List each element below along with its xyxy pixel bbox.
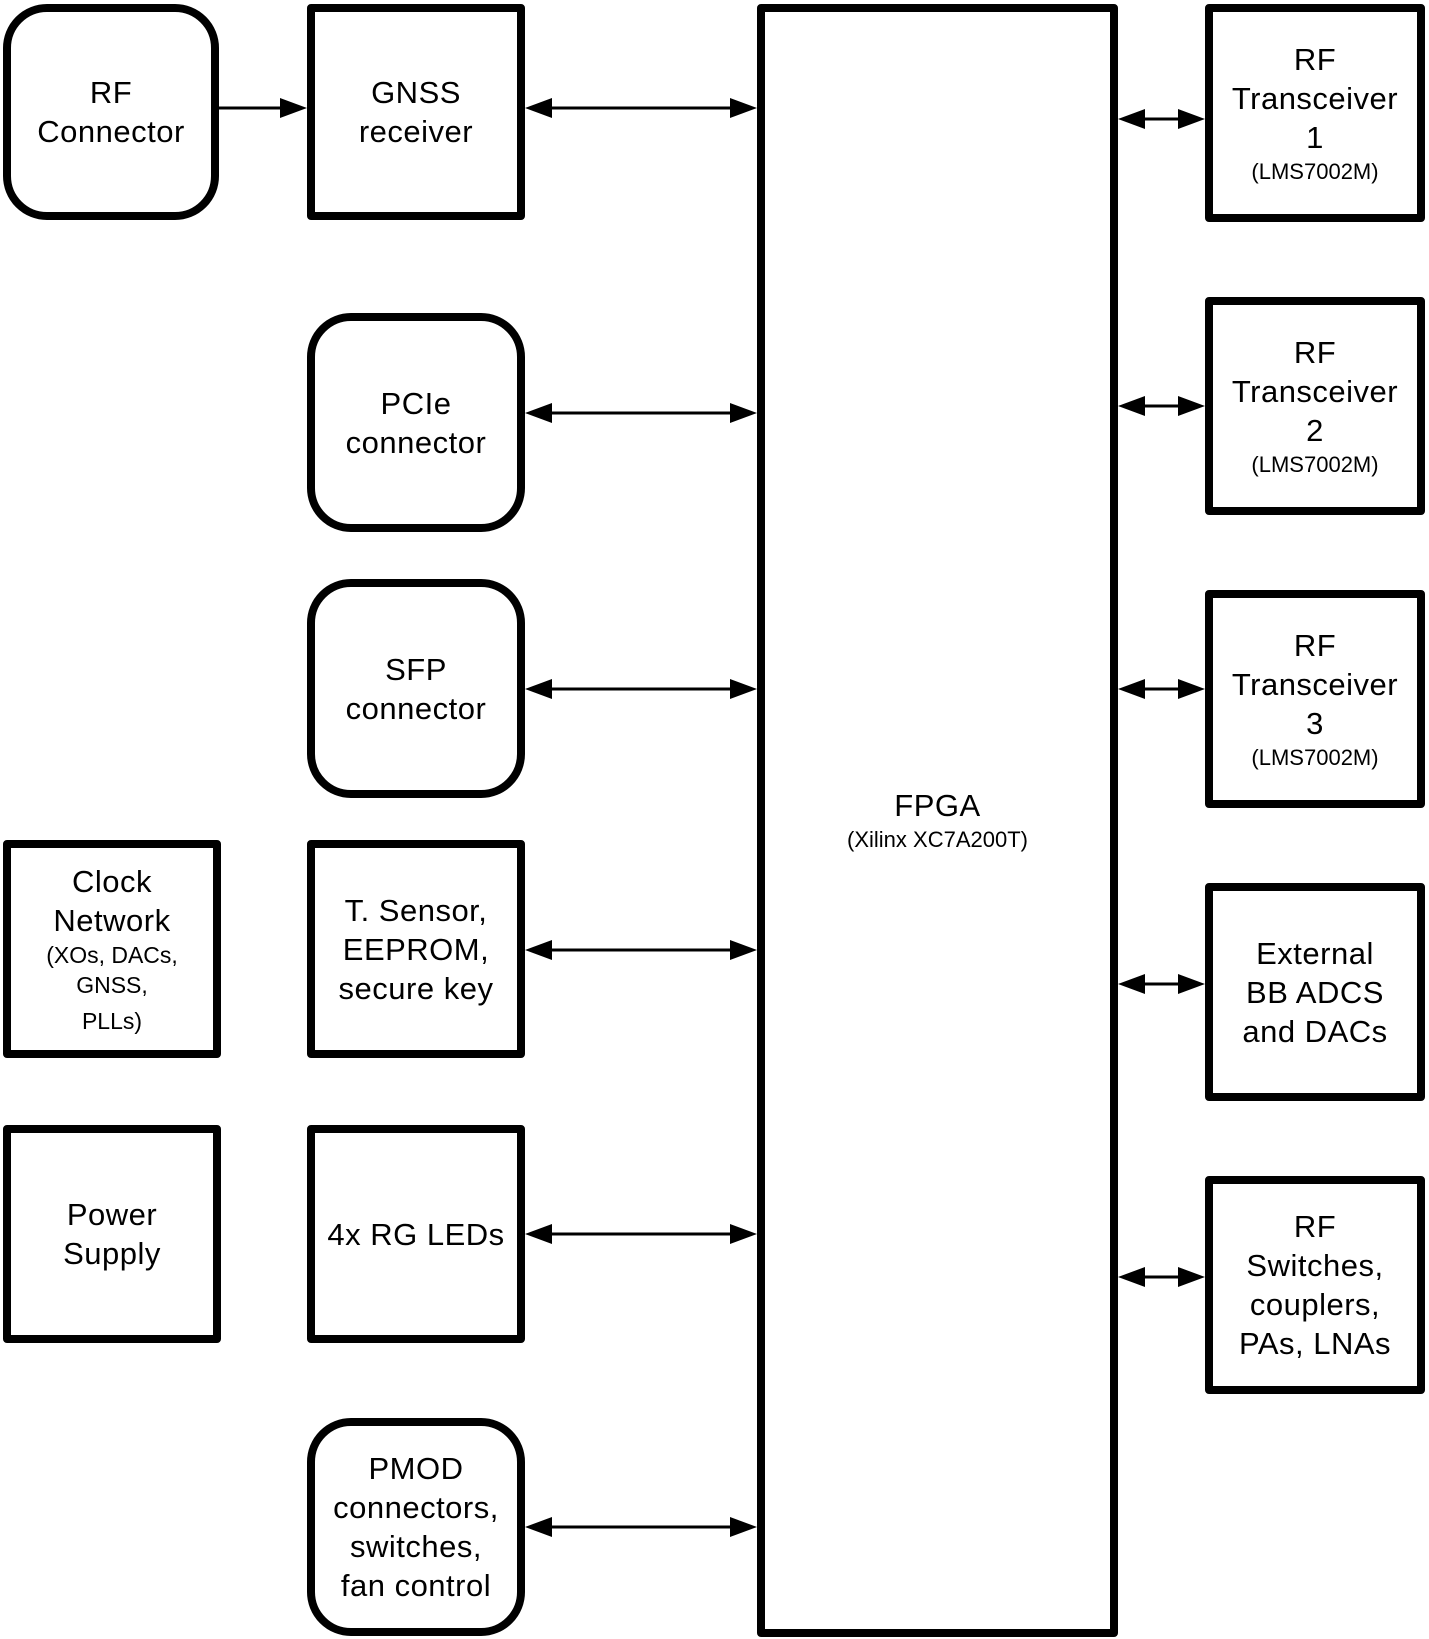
power-supply-line1: Power (66, 1197, 158, 1232)
tsensor-line1: T. Sensor, (344, 892, 488, 928)
fpga-block: FPGA (Xilinx XC7A200T) (757, 4, 1118, 1637)
pcie-connector-block: PCIe connector (307, 313, 525, 532)
rffe-line2: Switches, (1246, 1248, 1384, 1283)
trx3-line2: Transceiver (1231, 666, 1399, 702)
rf-frontend-block: RF Switches, couplers, PAs, LNAs (1205, 1176, 1425, 1394)
rf-transceiver-1-block: RF Transceiver 1 (LMS7002M) (1205, 4, 1425, 222)
arrowhead-left-rffe (1118, 1267, 1145, 1287)
leds-line1: 4x RG LEDs (327, 1216, 505, 1252)
arrowhead-right-tsensor (730, 940, 757, 960)
extbb-line1: External (1256, 935, 1374, 971)
rffe-line4: PAs, LNAs (1238, 1326, 1392, 1361)
trx2-sub: (LMS7002M) (1251, 451, 1379, 477)
arrowhead-right-trx1 (1178, 109, 1205, 129)
arrowhead-left-trx2 (1118, 396, 1145, 416)
arrowhead-left-trx3 (1118, 679, 1145, 699)
rf-transceiver-2-block: RF Transceiver 2 (LMS7002M) (1205, 297, 1425, 515)
clock-network-block: Clock Network (XOs, DACs, GNSS, PLLs) (3, 840, 221, 1058)
arrowhead-right-pmod (730, 1517, 757, 1537)
pcie-line1: PCIe (380, 385, 452, 421)
sfp-line1: SFP (385, 651, 447, 687)
sfp-line2: connector (345, 690, 487, 726)
arrowhead-right-trx2 (1178, 396, 1205, 416)
trx3-line3: 3 (1306, 705, 1324, 741)
arrowhead-right-leds (730, 1224, 757, 1244)
arrowhead-left-extbb (1118, 974, 1145, 994)
fpga-title: FPGA (894, 788, 981, 823)
arrowhead-right-extbb (1178, 974, 1205, 994)
extbb-line2: BB ADCS (1246, 974, 1384, 1010)
rf-connector-line2: Connector (37, 114, 185, 149)
external-bb-adc-dac-block: External BB ADCS and DACs (1205, 883, 1425, 1101)
arrowhead-left-trx1 (1118, 109, 1145, 129)
clock-network-line1: Clock (71, 864, 152, 899)
fpga-subtitle: (Xilinx XC7A200T) (847, 827, 1028, 852)
trx2-line1: RF (1293, 334, 1337, 370)
pmod-line3: switches, (350, 1529, 482, 1564)
gnss-receiver-block: GNSS receiver (307, 4, 525, 220)
arrowhead (280, 98, 307, 118)
trx1-sub: (LMS7002M) (1251, 158, 1379, 184)
rg-leds-block: 4x RG LEDs (307, 1125, 525, 1343)
tsensor-line3: secure key (338, 970, 494, 1006)
trx3-line1: RF (1293, 627, 1337, 663)
power-supply-line2: Supply (63, 1236, 161, 1271)
arrowhead-left-pcie (525, 403, 552, 423)
pmod-line1: PMOD (368, 1451, 464, 1486)
rf-connector-line1: RF (89, 75, 133, 110)
rf-transceiver-3-block: RF Transceiver 3 (LMS7002M) (1205, 590, 1425, 808)
trx3-sub: (LMS7002M) (1251, 744, 1379, 770)
trx1-line2: Transceiver (1231, 80, 1399, 116)
gnss-line1: GNSS (371, 75, 461, 110)
pmod-block: PMOD connectors, switches, fan control (307, 1418, 525, 1636)
trx1-line3: 1 (1306, 119, 1324, 155)
clock-network-sub3: PLLs) (81, 1008, 143, 1034)
arrowhead-right-sfp (730, 679, 757, 699)
arrowhead-right-trx3 (1178, 679, 1205, 699)
clock-network-sub1: (XOs, DACs, (46, 942, 178, 968)
clock-network-sub2: GNSS, (76, 972, 148, 998)
gnss-line2: receiver (358, 114, 474, 149)
arrowhead-left-tsensor (525, 940, 552, 960)
pmod-line4: fan control (340, 1568, 492, 1603)
extbb-line3: and DACs (1242, 1013, 1388, 1049)
pcie-line2: connector (345, 424, 487, 460)
clock-network-line2: Network (53, 903, 171, 938)
tsensor-line2: EEPROM, (342, 931, 490, 967)
trx2-line2: Transceiver (1231, 373, 1399, 409)
arrowhead-left-gnss (525, 98, 552, 118)
sfp-connector-block: SFP connector (307, 579, 525, 798)
arrowhead-right-pcie (730, 403, 757, 423)
arrowhead-left-pmod (525, 1517, 552, 1537)
trx1-line1: RF (1293, 41, 1337, 77)
trx2-line3: 2 (1306, 412, 1324, 448)
tsensor-eeprom-block: T. Sensor, EEPROM, secure key (307, 840, 525, 1058)
arrowhead-right-rffe (1178, 1267, 1205, 1287)
rffe-line1: RF (1293, 1209, 1337, 1244)
rffe-line3: couplers, (1249, 1287, 1381, 1322)
arrowhead-left-leds (525, 1224, 552, 1244)
power-supply-block: Power Supply (3, 1125, 221, 1343)
rf-connector-block: RF Connector (3, 4, 219, 220)
arrowhead-left-sfp (525, 679, 552, 699)
pmod-line2: connectors, (333, 1490, 499, 1525)
arrowhead-right-gnss (730, 98, 757, 118)
